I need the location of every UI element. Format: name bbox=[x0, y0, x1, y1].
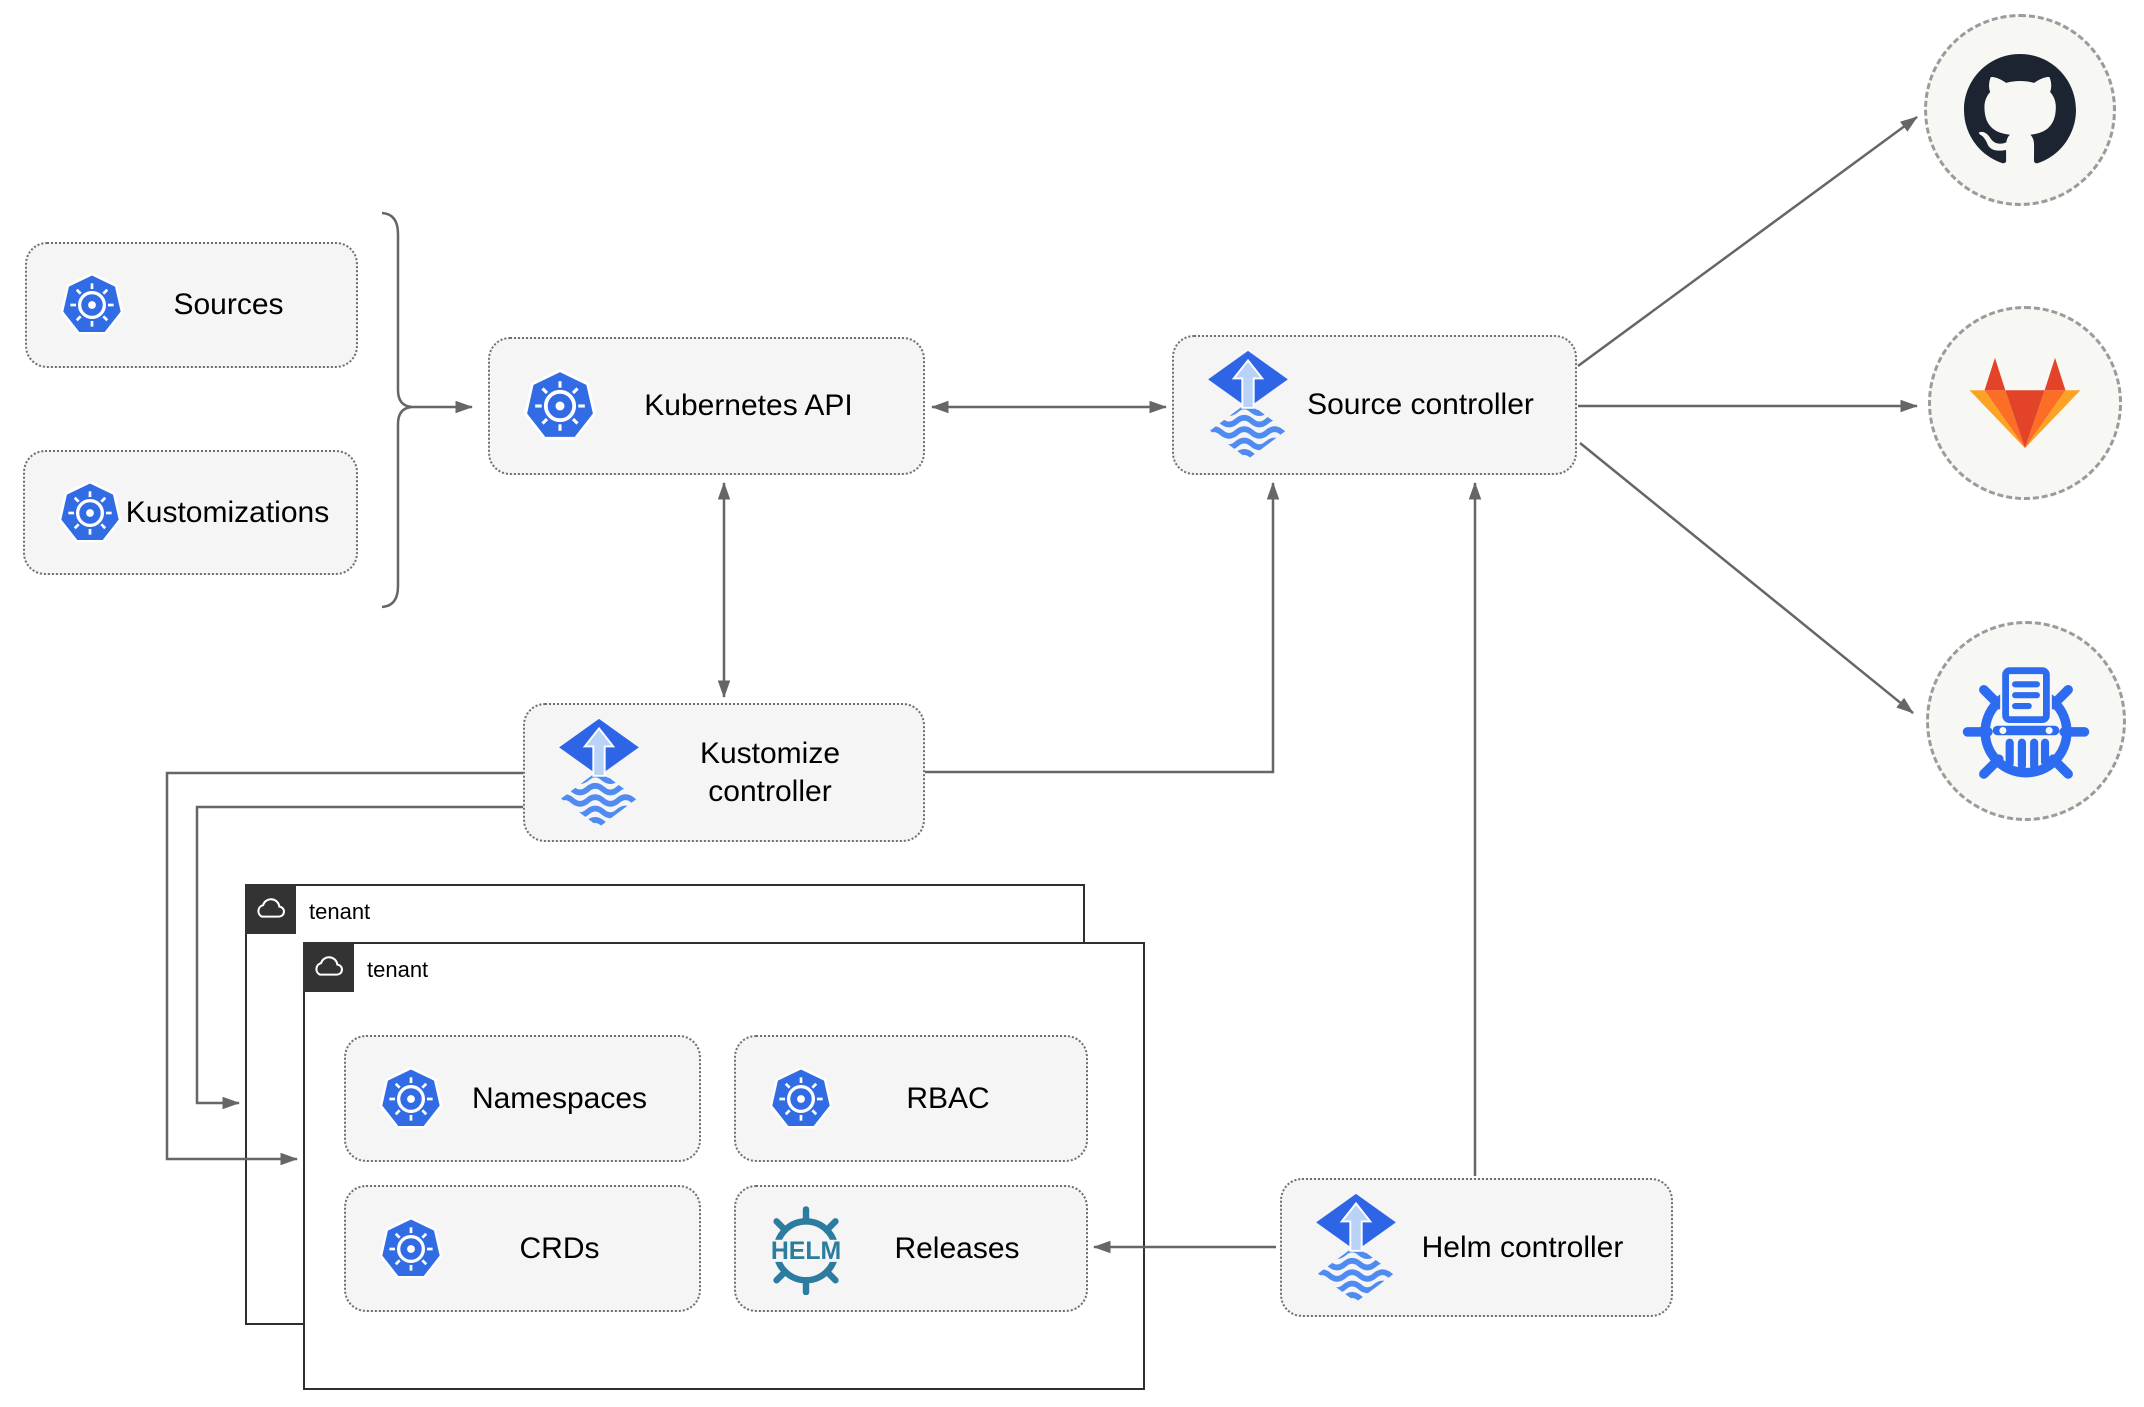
node-label: CRDs bbox=[519, 1231, 600, 1265]
gitlab-icon bbox=[1969, 357, 2081, 449]
node-sources: Sources bbox=[25, 242, 358, 368]
tenant-group-front: tenant Namespaces bbox=[303, 942, 1145, 1390]
remote-github bbox=[1924, 14, 2116, 206]
cloud-icon bbox=[256, 898, 285, 918]
node-rbac: RBAC bbox=[734, 1035, 1088, 1162]
tenant-front-tab bbox=[303, 942, 354, 992]
node-label: Kubernetes API bbox=[644, 389, 853, 423]
node-label: Source controller bbox=[1307, 388, 1534, 422]
tenant-back-label: tenant bbox=[309, 899, 371, 924]
node-label: Sources bbox=[173, 288, 284, 322]
node-releases: HELM Releases bbox=[734, 1185, 1088, 1312]
tenant-front-label: tenant bbox=[367, 957, 429, 982]
kubernetes-icon bbox=[522, 367, 598, 445]
node-label: Namespaces bbox=[471, 1081, 648, 1115]
node-label: Releases bbox=[894, 1231, 1020, 1265]
node-label: RBAC bbox=[906, 1081, 990, 1115]
node-label: Kustomizations bbox=[125, 495, 330, 529]
kubernetes-icon bbox=[378, 1065, 444, 1133]
arrow-kustomize-to-source-controller bbox=[925, 481, 1280, 774]
flux-icon bbox=[1314, 1192, 1398, 1304]
flux-icon bbox=[1206, 349, 1290, 461]
svg-text:HELM: HELM bbox=[771, 1238, 841, 1265]
node-namespaces: Namespaces bbox=[344, 1035, 701, 1162]
cloud-icon bbox=[314, 956, 343, 976]
node-source-controller: Source controller bbox=[1172, 335, 1577, 475]
arrow-source-to-chartmuseum bbox=[1579, 442, 1914, 714]
chartmuseum-icon bbox=[1962, 665, 2090, 779]
brace-sources-group bbox=[381, 211, 413, 609]
kubernetes-icon bbox=[768, 1065, 834, 1133]
node-helm-controller: Helm controller bbox=[1280, 1178, 1673, 1317]
kubernetes-icon bbox=[59, 271, 125, 339]
remote-chartmuseum bbox=[1926, 621, 2126, 821]
node-kustomize-controller: Kustomize controller bbox=[523, 703, 925, 842]
node-crds: CRDs bbox=[344, 1185, 701, 1312]
kubernetes-icon bbox=[57, 479, 123, 547]
node-label: Helm controller bbox=[1421, 1230, 1624, 1264]
github-icon bbox=[1964, 54, 2076, 164]
node-kustomizations: Kustomizations bbox=[23, 450, 358, 575]
node-kubernetes-api: Kubernetes API bbox=[488, 337, 925, 475]
remote-gitlab bbox=[1928, 306, 2122, 500]
arrow-source-to-github bbox=[1577, 115, 1918, 368]
node-label: Kustomize controller bbox=[699, 737, 841, 808]
kubernetes-icon bbox=[378, 1215, 444, 1283]
flux-icon bbox=[557, 717, 641, 829]
tenant-back-tab bbox=[245, 884, 296, 934]
helm-wheel-icon: HELM bbox=[760, 1203, 852, 1295]
